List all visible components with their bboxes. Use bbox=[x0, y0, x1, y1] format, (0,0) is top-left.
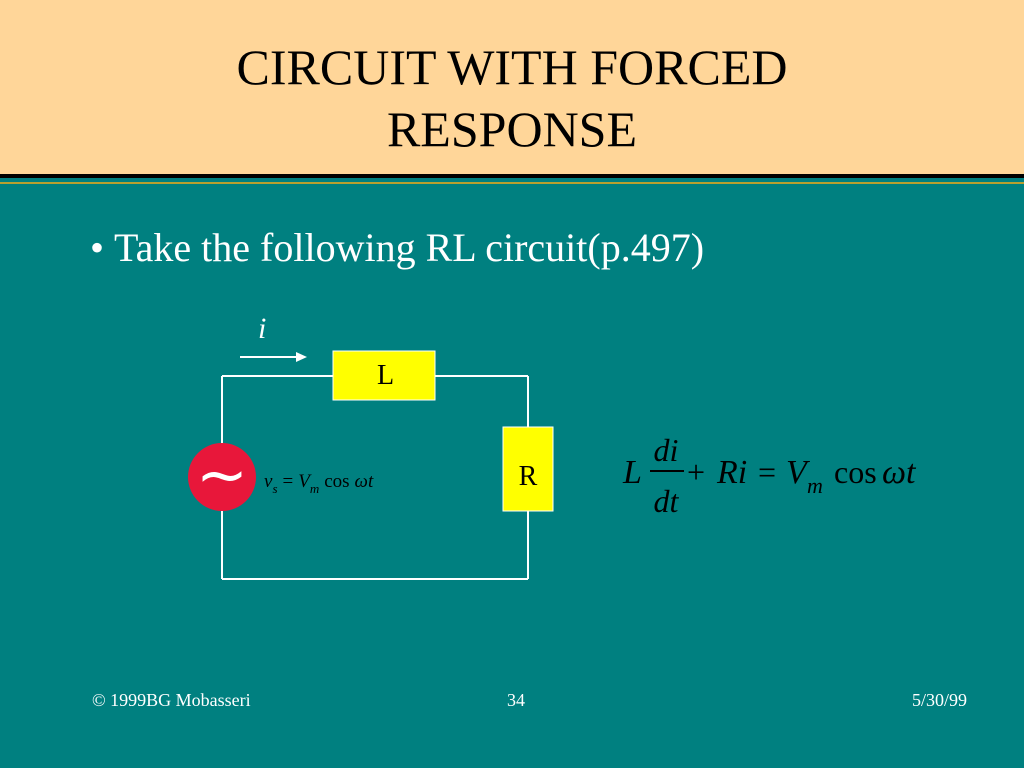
source-eq-cos: cos bbox=[324, 471, 349, 492]
bullet-dot-icon: • bbox=[90, 225, 105, 270]
eq-numerator: di bbox=[654, 432, 679, 468]
eq-plus: + bbox=[687, 454, 705, 490]
inductor-label: L bbox=[377, 360, 394, 391]
bullet-text: Take the following RL circuit(p.497) bbox=[114, 225, 705, 270]
source-eq-V-sub: m bbox=[310, 481, 319, 496]
title-banner bbox=[0, 0, 1024, 175]
footer-date: 5/30/99 bbox=[912, 690, 968, 710]
inductor-box bbox=[332, 350, 436, 401]
source-eq-equals: = bbox=[283, 471, 294, 492]
resistor-label: R bbox=[519, 461, 538, 492]
ac-source-icon bbox=[188, 443, 256, 511]
source-eq-v: v bbox=[264, 471, 273, 492]
eq-equals: = bbox=[758, 454, 776, 490]
ac-source-symbol: ~ bbox=[196, 438, 248, 511]
footer-copyright: © 1999BG Mobasseri bbox=[92, 690, 251, 710]
resistor-box bbox=[502, 426, 554, 512]
current-label: i bbox=[258, 312, 266, 345]
source-eq-v-sub: s bbox=[272, 481, 277, 496]
slide-title: CIRCUIT WITH FORCED RESPONSE bbox=[0, 36, 1024, 160]
eq-denominator: dt bbox=[654, 483, 680, 519]
circuit-equation: L di dt + Ri = V m cos ωt bbox=[622, 432, 917, 519]
eq-V-sub: m bbox=[807, 473, 823, 498]
title-line-2: RESPONSE bbox=[386, 101, 638, 157]
source-eq-omega-t: ωt bbox=[355, 471, 374, 492]
footer-page-number: 34 bbox=[507, 690, 525, 710]
title-line-1: CIRCUIT WITH FORCED bbox=[236, 39, 788, 95]
source-eq-V: V bbox=[298, 471, 312, 492]
eq-Ri: Ri bbox=[716, 454, 747, 491]
eq-omega-t: ωt bbox=[882, 454, 917, 491]
current-arrow bbox=[240, 352, 307, 362]
title-divider bbox=[0, 174, 1024, 178]
eq-L: L bbox=[622, 454, 642, 491]
circuit-wires bbox=[221, 375, 529, 580]
bullet-item: •Take the following RL circuit(p.497) bbox=[90, 224, 704, 271]
title-accent-line bbox=[0, 182, 1024, 184]
eq-cos: cos bbox=[834, 454, 877, 490]
